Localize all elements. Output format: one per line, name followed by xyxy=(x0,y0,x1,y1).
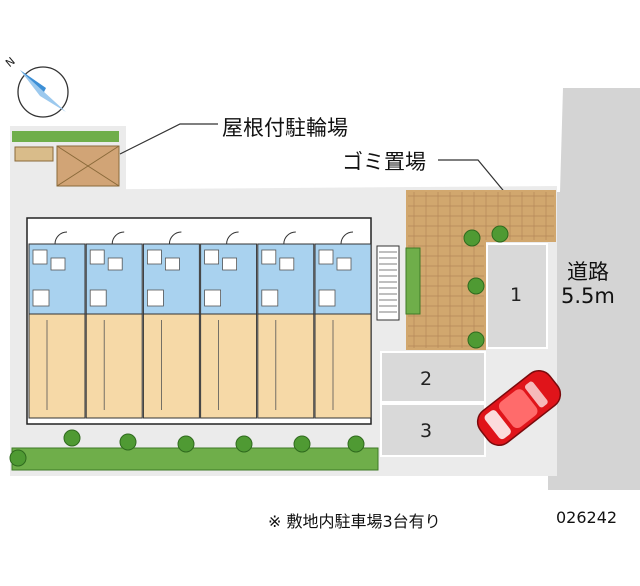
unit-kitchen xyxy=(50,257,66,271)
tree-icon xyxy=(347,435,365,453)
compass-icon xyxy=(17,66,69,118)
bicycle-parking xyxy=(12,131,120,187)
unit-door xyxy=(168,231,182,245)
unit-toilet xyxy=(204,249,220,265)
bicycle-parking-label: 屋根付駐輪場 xyxy=(222,116,348,140)
unit-5 xyxy=(257,231,315,419)
unit-washer xyxy=(32,289,50,307)
unit-door xyxy=(340,231,354,245)
tree-icon xyxy=(235,435,253,453)
unit-toilet xyxy=(146,249,162,265)
unit-washer xyxy=(89,289,107,307)
parking-space-3-number: 3 xyxy=(420,420,433,442)
unit-1 xyxy=(28,231,86,419)
bicycle-leader-line xyxy=(119,123,218,155)
unit-washer xyxy=(261,289,279,307)
unit-room xyxy=(257,313,315,419)
tree-icon xyxy=(177,435,195,453)
hedge-stairs xyxy=(405,247,421,315)
unit-kitchen xyxy=(222,257,238,271)
unit-kitchen xyxy=(107,257,123,271)
parking-space-1-number: 1 xyxy=(510,284,523,306)
unit-toilet xyxy=(318,249,334,265)
unit-washer xyxy=(204,289,222,307)
parking-space-2-number: 2 xyxy=(420,368,433,390)
unit-toilet xyxy=(261,249,277,265)
tree-icon xyxy=(63,429,81,447)
unit-3 xyxy=(142,231,200,419)
road-width-label: 5.5m xyxy=(561,284,615,308)
unit-kitchen xyxy=(164,257,180,271)
unit-room xyxy=(200,313,258,419)
unit-door xyxy=(283,231,296,245)
tree-icon xyxy=(293,435,311,453)
unit-washer xyxy=(318,289,336,307)
unit-6 xyxy=(314,231,372,419)
road-name-label: 道路 xyxy=(567,260,609,284)
unit-kitchen xyxy=(336,257,352,271)
property-code: 026242 xyxy=(556,508,618,527)
units xyxy=(28,231,372,419)
road xyxy=(548,88,640,490)
parking-space-2-marking xyxy=(380,351,486,403)
tree-icon xyxy=(467,331,485,349)
unit-room xyxy=(314,313,372,419)
tree-icon xyxy=(491,225,509,243)
parking-space-1-marking xyxy=(486,243,548,349)
tree-icon xyxy=(463,229,481,247)
unit-door xyxy=(226,231,239,245)
unit-kitchen xyxy=(279,257,295,271)
unit-washer xyxy=(146,289,164,307)
tree-icon xyxy=(119,433,137,451)
unit-room xyxy=(142,313,200,419)
garbage-area-label: ゴミ置場 xyxy=(342,150,426,174)
car-icon xyxy=(476,370,562,446)
parking-space-3-marking xyxy=(380,403,486,457)
stairs xyxy=(376,245,400,321)
unit-toilet xyxy=(89,249,105,265)
unit-4 xyxy=(200,231,258,419)
unit-room xyxy=(85,313,143,419)
unit-toilet xyxy=(32,249,48,265)
unit-door xyxy=(111,231,125,245)
parking-note: ※ 敷地内駐車場3台有り xyxy=(268,512,441,531)
unit-2 xyxy=(85,231,143,419)
compass-north-letter: N xyxy=(3,55,18,70)
tree-icon xyxy=(9,449,27,467)
tree-icon xyxy=(467,277,485,295)
unit-room xyxy=(28,313,86,419)
unit-door xyxy=(54,231,68,245)
hedge-bottom xyxy=(11,447,379,471)
